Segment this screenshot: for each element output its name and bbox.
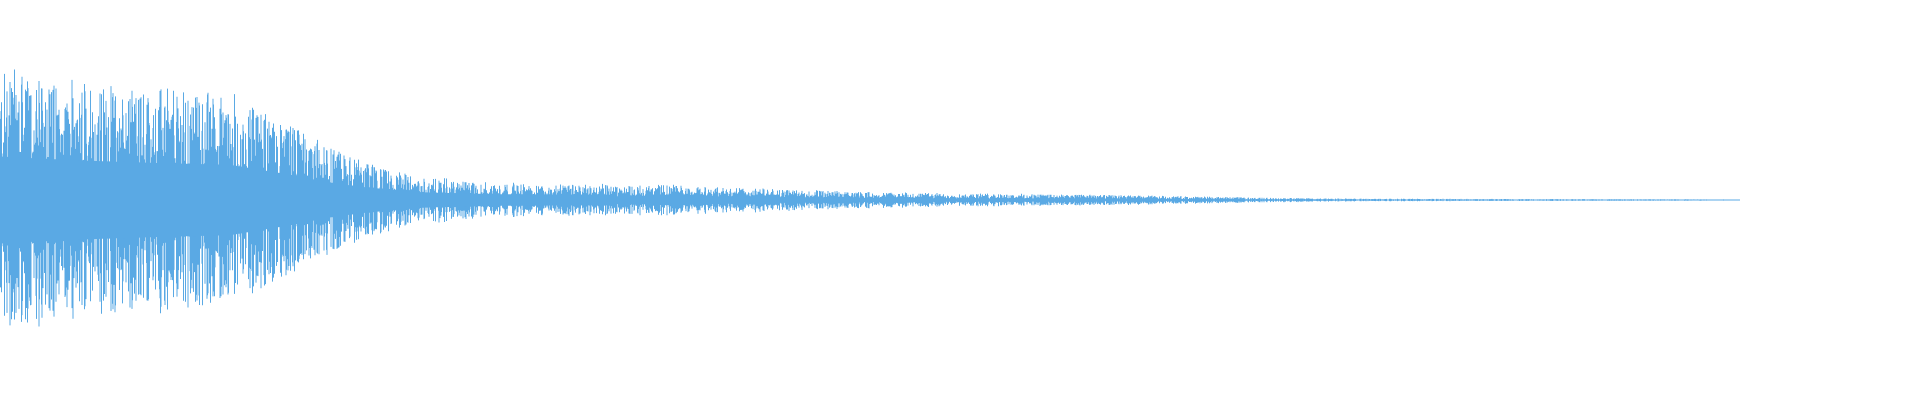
- waveform-core: [0, 156, 609, 244]
- waveform-samples: [0, 69, 1739, 327]
